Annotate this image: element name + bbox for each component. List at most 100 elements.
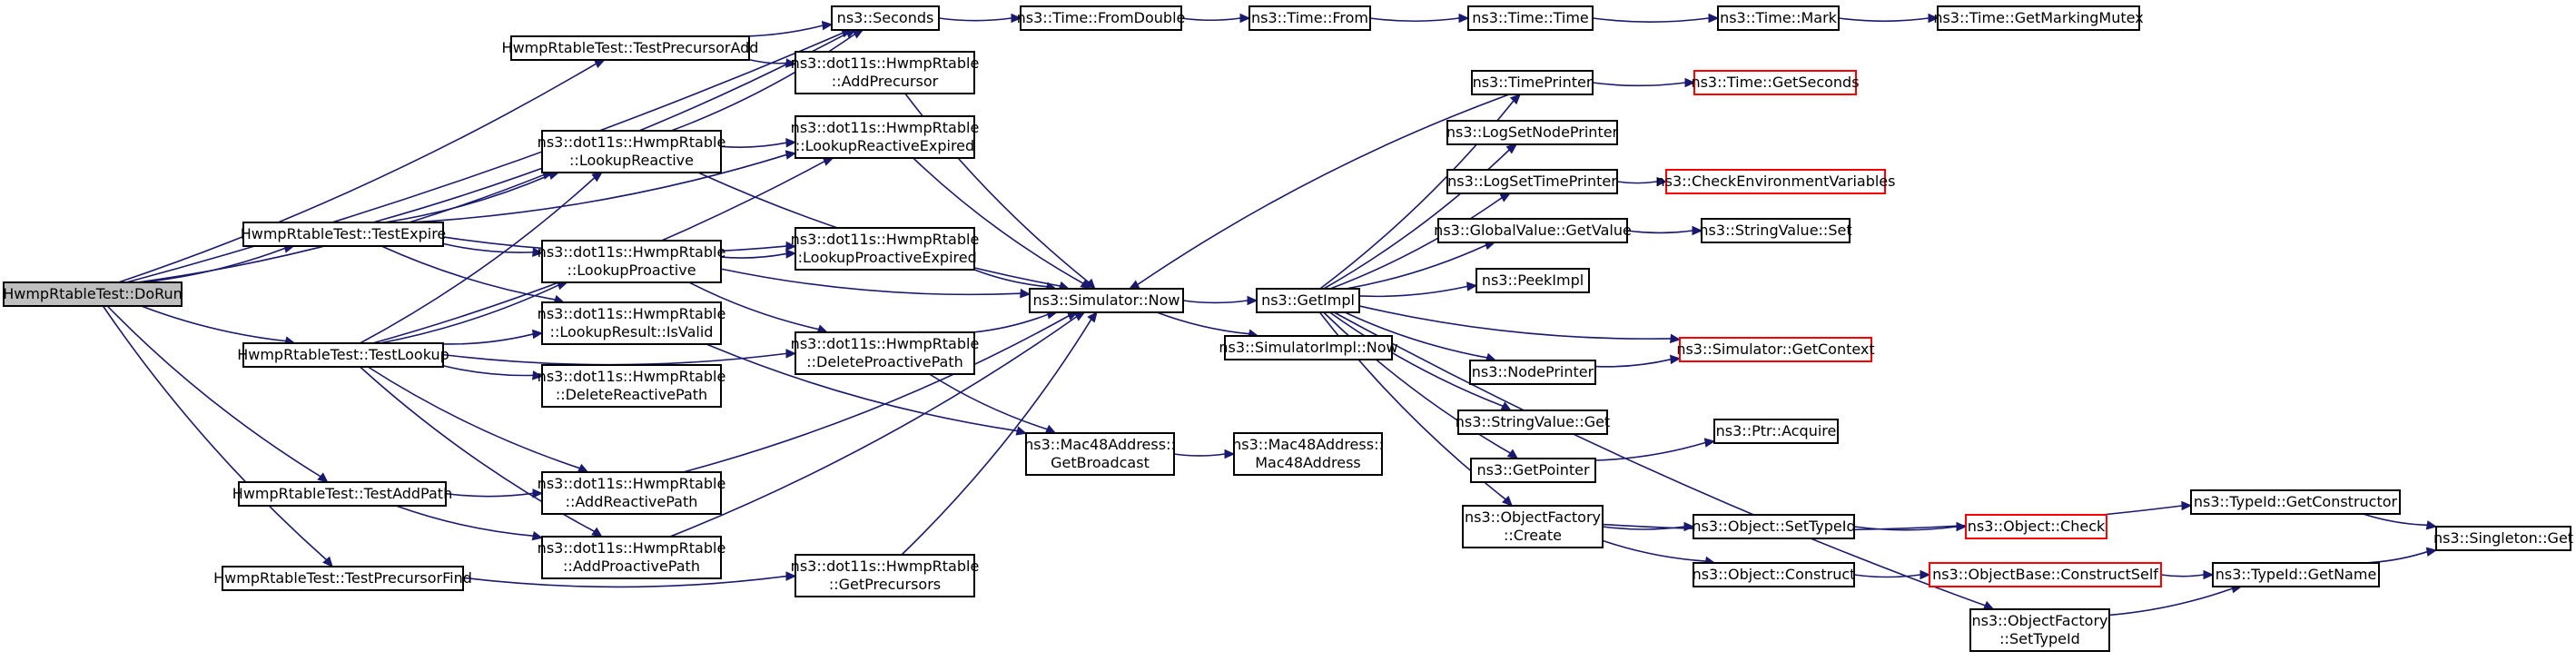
node-box [3, 281, 183, 307]
node-svget[interactable]: ns3::StringValue::Get [1456, 410, 1610, 435]
node-box [1693, 514, 1855, 539]
edge-nodeprinter-to-getctx [1594, 354, 1682, 368]
node-label: ::SetTypeId [1999, 630, 2080, 647]
node-fromdouble[interactable]: ns3::Time::FromDouble [1017, 5, 1186, 31]
node-simimplnow[interactable]: ns3::SimulatorImpl::Now [1219, 335, 1398, 360]
node-mac48[interactable]: ns3::Mac48Address::Mac48Address [1232, 432, 1384, 476]
node-label: ns3::TypeId::GetName [2216, 566, 2377, 583]
node-label: ns3::dot11s::HwmpRtable [791, 558, 980, 575]
node-from[interactable]: ns3::Time::From [1249, 5, 1371, 31]
node-lognode[interactable]: ns3::LogSetNodePrinter [1446, 120, 1619, 145]
node-check[interactable]: ns3::Object::Check [1965, 514, 2107, 539]
edge-getimpl-to-getctx [1358, 305, 1682, 344]
node-label: ns3::SimulatorImpl::Now [1219, 339, 1397, 356]
node-checkenv[interactable]: ns3::CheckEnvironmentVariables [1656, 169, 1896, 194]
node-getimpl[interactable]: ns3::GetImpl [1256, 288, 1360, 313]
node-label: HwmpRtableTest::TestAddPath [232, 485, 452, 502]
node-box [1446, 169, 1618, 194]
node-box [1693, 70, 1857, 95]
node-peek[interactable]: ns3::PeekImpl [1476, 268, 1590, 293]
node-mark[interactable]: ns3::Time::Mark [1717, 5, 1840, 31]
node-lookproexp[interactable]: ns3::dot11s::HwmpRtable::LookupProactive… [791, 227, 980, 271]
node-lookreactexp[interactable]: ns3::dot11s::HwmpRtable::LookupReactiveE… [791, 115, 980, 159]
node-nodeprinter[interactable]: ns3::NodePrinter [1469, 360, 1596, 385]
node-delpro[interactable]: ns3::dot11s::HwmpRtable::DeleteProactive… [791, 331, 980, 375]
node-label: ns3::ObjectFactory [1465, 508, 1601, 526]
node-acquire[interactable]: ns3::Ptr::Acquire [1713, 419, 1839, 444]
node-box [1717, 5, 1840, 31]
node-label: ns3::Object::Construct [1693, 566, 1856, 583]
edge-lookup-to-lookreact [360, 172, 603, 344]
node-addreact[interactable]: ns3::dot11s::HwmpRtable::AddReactivePath [538, 471, 726, 515]
edge-dorun-to-precfind [102, 305, 333, 567]
node-label: ns3::GlobalValue::GetValue [1434, 222, 1632, 239]
node-precfind[interactable]: HwmpRtableTest::TestPrecursorFind [213, 566, 472, 591]
node-label: ns3::Mac48Address:: [1024, 436, 1176, 453]
node-getname[interactable]: ns3::TypeId::GetName [2212, 562, 2380, 587]
node-addprec[interactable]: ns3::dot11s::HwmpRtable::AddPrecursor [791, 51, 980, 94]
node-box [1025, 432, 1175, 476]
edge-lookpro-to-lookproexp [720, 249, 797, 259]
node-lookup[interactable]: HwmpRtableTest::TestLookup [237, 342, 449, 368]
edge-expire-to-lookpro [442, 242, 544, 257]
node-ofcreate[interactable]: ns3::ObjectFactory::Create [1462, 505, 1604, 548]
node-label: HwmpRtableTest::TestLookup [237, 346, 449, 363]
node-timeprinter[interactable]: ns3::TimePrinter [1471, 70, 1594, 95]
node-lookpro[interactable]: ns3::dot11s::HwmpRtable::LookupProactive [538, 240, 726, 283]
edge-delpro-to-bcast [929, 373, 1057, 434]
node-label: ::GetPrecursors [829, 576, 941, 593]
node-logtime[interactable]: ns3::LogSetTimePrinter [1446, 169, 1618, 194]
node-svset[interactable]: ns3::StringValue::Set [1699, 218, 1852, 243]
edge-dorun-to-precadd [118, 59, 606, 283]
node-label: ::LookupProactiveExpired [793, 249, 976, 266]
node-construct[interactable]: ns3::Object::Construct [1693, 562, 1856, 587]
node-box [1937, 5, 2140, 31]
node-precadd[interactable]: HwmpRtableTest::TestPrecursorAdd [502, 35, 759, 61]
node-label: HwmpRtableTest::TestPrecursorFind [213, 569, 472, 587]
node-bcast[interactable]: ns3::Mac48Address::GetBroadcast [1024, 432, 1176, 476]
node-box [541, 364, 722, 408]
node-box [795, 115, 975, 159]
node-getprec[interactable]: ns3::dot11s::HwmpRtable::GetPrecursors [791, 554, 980, 597]
node-getctor[interactable]: ns3::TypeId::GetConstructor [2190, 489, 2401, 515]
node-expire[interactable]: HwmpRtableTest::TestExpire [241, 222, 447, 247]
edge-now-to-getimpl [1182, 295, 1258, 306]
node-label: ns3::Object::Check [1968, 518, 2106, 535]
node-lookreact[interactable]: ns3::dot11s::HwmpRtable::LookupReactive [538, 130, 726, 173]
node-label: ns3::Time::Mark [1720, 9, 1838, 26]
node-addpath[interactable]: HwmpRtableTest::TestAddPath [232, 481, 452, 507]
node-isvalid[interactable]: ns3::dot11s::HwmpRtable::LookupResult::I… [538, 301, 726, 345]
node-box [795, 227, 975, 271]
node-ofsettypeid[interactable]: ns3::ObjectFactory::SetTypeId [1969, 608, 2110, 652]
node-seconds[interactable]: ns3::Seconds [831, 5, 940, 31]
node-time[interactable]: ns3::Time::Time [1467, 5, 1594, 31]
node-gvget[interactable]: ns3::GlobalValue::GetValue [1434, 218, 1632, 243]
node-box [1969, 608, 2110, 652]
node-label: ns3::dot11s::HwmpRtable [538, 133, 726, 151]
node-getptr[interactable]: ns3::GetPointer [1470, 458, 1596, 483]
node-settypeid[interactable]: ns3::Object::SetTypeId [1692, 514, 1856, 539]
node-label: ns3::Time::From [1251, 9, 1368, 26]
node-now[interactable]: ns3::Simulator::Now [1029, 288, 1184, 313]
node-getctx[interactable]: ns3::Simulator::GetContext [1676, 337, 1875, 362]
node-label: Mac48Address [1255, 454, 1360, 471]
node-delreact[interactable]: ns3::dot11s::HwmpRtable::DeleteReactiveP… [538, 364, 726, 408]
edge-dorun-to-seconds [126, 28, 853, 283]
node-label: ns3::Simulator::Now [1033, 291, 1180, 309]
edge-construct-to-constructself [1853, 569, 1931, 580]
node-box [1256, 288, 1360, 313]
node-mutex[interactable]: ns3::Time::GetMarkingMutex [1933, 5, 2144, 31]
node-singleton[interactable]: ns3::Singleton::Get [2433, 526, 2573, 551]
node-label: ::LookupReactive [569, 152, 694, 169]
node-box [1020, 5, 1182, 31]
node-box [2190, 489, 2401, 515]
node-label: ns3::Object::SetTypeId [1692, 518, 1855, 535]
node-constructself[interactable]: ns3::ObjectBase::ConstructSelf [1929, 562, 2162, 587]
edge-lookup-to-delpro [442, 349, 797, 366]
node-getseconds[interactable]: ns3::Time::GetSeconds [1691, 70, 1860, 95]
node-dorun[interactable]: HwmpRtableTest::DoRun [3, 281, 183, 307]
node-label: ns3::Time::GetMarkingMutex [1933, 9, 2143, 26]
node-box [1249, 5, 1371, 31]
node-addpro[interactable]: ns3::dot11s::HwmpRtable::AddProactivePat… [538, 536, 726, 579]
